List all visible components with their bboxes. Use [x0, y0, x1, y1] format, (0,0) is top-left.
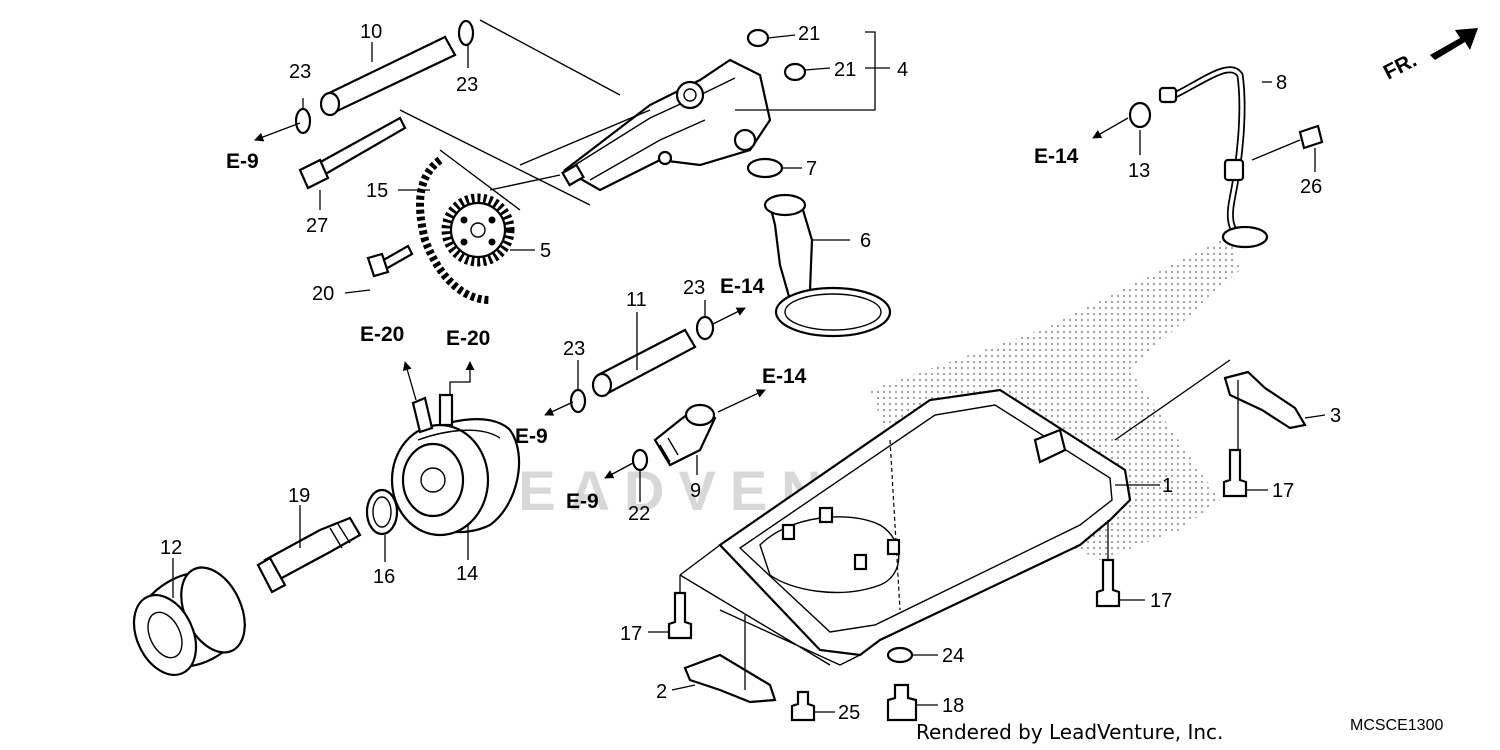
oil-pipe-10: [323, 35, 457, 114]
callout-24: 24: [942, 645, 964, 667]
ref-e20-right: E-20: [446, 327, 490, 350]
callout-5: 5: [540, 240, 551, 262]
o-ring-16: [365, 488, 399, 536]
oil-filter: [132, 566, 247, 676]
ref-e14-top: E-14: [720, 275, 765, 298]
callout-12: 12: [160, 537, 182, 559]
seal-13: [1128, 101, 1152, 129]
callout-2: 2: [656, 681, 667, 703]
ref-e20-left: E-20: [360, 323, 404, 346]
callout-23-upper-left: 23: [289, 61, 311, 83]
callout-8: 8: [1276, 72, 1287, 94]
callout-1: 1: [1162, 475, 1173, 497]
callout-25: 25: [838, 702, 860, 724]
callout-23-mid-left: 23: [563, 338, 585, 360]
reference-labels: E-9 E-9 E-9 E-14 E-14 E-14 E-20 E-20: [226, 145, 1079, 513]
callout-22: 22: [628, 503, 650, 525]
oil-level-gauge: [1158, 66, 1269, 249]
o-ring-23-upper-left: [294, 107, 312, 135]
bolt-17-right-bottom: [1095, 558, 1121, 608]
bolt-17-right-top: [1222, 448, 1248, 498]
drive-chain: [416, 149, 521, 304]
relief-valve-9: [653, 403, 717, 467]
callout-20: 20: [312, 283, 334, 305]
callout-17-right-top: 17: [1272, 480, 1294, 502]
ref-e9-left: E-9: [226, 150, 259, 173]
plate-2: [683, 653, 777, 704]
front-direction-indicator: FR.: [1380, 28, 1478, 84]
oil-pan: [679, 388, 1132, 666]
bolt-26: [1298, 124, 1324, 150]
ref-e9-mid: E-9: [515, 425, 548, 448]
ref-e14-mid: E-14: [762, 365, 807, 388]
o-ring-7: [746, 157, 784, 179]
ref-e14-right: E-14: [1034, 145, 1079, 168]
callout-27: 27: [306, 215, 328, 237]
callout-4: 4: [897, 59, 908, 81]
callout-16: 16: [373, 566, 395, 588]
callout-15: 15: [366, 180, 388, 202]
oil-pipe-11: [596, 328, 697, 395]
center-bolt-19: [256, 516, 362, 594]
bolt-17-left: [667, 591, 693, 640]
callout-6: 6: [860, 230, 871, 252]
callout-11: 11: [626, 289, 647, 311]
washer-22: [631, 448, 649, 472]
leader-lines: [172, 31, 1326, 713]
callout-21-upper: 21: [798, 23, 820, 45]
dowel-pin-upper: [746, 28, 770, 48]
bolt-20: [366, 244, 414, 278]
callout-3: 3: [1330, 405, 1341, 427]
washer-24: [886, 646, 914, 664]
callout-23-mid-right: 23: [683, 277, 705, 299]
callout-7: 7: [806, 158, 817, 180]
svg-text:FR.: FR.: [1380, 49, 1421, 85]
callout-23-upper-right: 23: [456, 74, 478, 96]
bolt-25: [790, 690, 816, 722]
o-ring-23-mid-left: [569, 388, 587, 414]
oil-pump: [399, 19, 772, 206]
callout-19: 19: [288, 485, 310, 507]
o-ring-23-upper-right: [457, 19, 475, 47]
ref-e9-bottom: E-9: [566, 490, 599, 513]
drawing-code: MCSCE1300: [1350, 717, 1443, 734]
callout-numbers: 1 2 3 4 5 6 7 8 9 10 11 12 13 14 15 16 1…: [160, 21, 1341, 724]
footer-credit: Rendered by LeadVenture, Inc.: [916, 720, 1223, 744]
oil-strainer: [763, 193, 892, 338]
callout-17-right-bottom: 17: [1150, 590, 1172, 612]
drain-bolt-18: [886, 683, 918, 722]
bracket-3: [1223, 370, 1307, 430]
callout-10: 10: [360, 21, 382, 43]
callout-14: 14: [456, 563, 478, 585]
callout-17-left: 17: [620, 623, 642, 645]
o-ring-23-mid-right: [695, 315, 715, 341]
callout-9: 9: [690, 480, 701, 502]
callout-13: 13: [1128, 160, 1150, 182]
sprocket-5: [441, 193, 515, 267]
dowel-pin-lower: [783, 62, 807, 82]
bolt-27: [298, 116, 407, 190]
callout-21-lower: 21: [834, 59, 856, 81]
callout-26: 26: [1300, 176, 1322, 198]
callout-18: 18: [942, 695, 964, 717]
oil-cooler: [390, 393, 521, 537]
